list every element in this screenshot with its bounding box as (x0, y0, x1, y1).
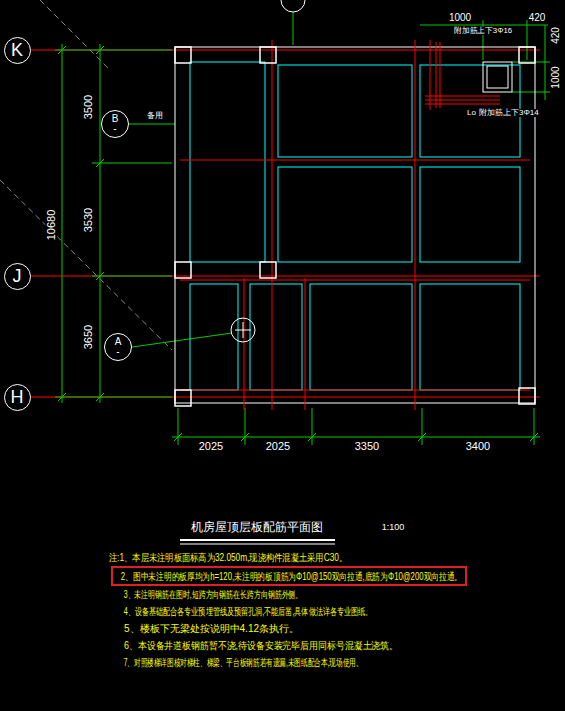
rebar-note: 附加筋上下3Φ16 (453, 27, 513, 36)
axis-label: J (13, 267, 22, 285)
note-line: 注:1、本层未注明板面标高为32.050m,现浇构件混凝土采用C30。 (108, 552, 348, 563)
dimension: 2025 (265, 440, 291, 452)
grid-axis-bubble: H (4, 384, 31, 411)
note-line: 3、未注明钢筋在图时,短跨方向钢筋在长跨方向钢筋外侧。 (123, 589, 303, 600)
dimension: 420 (528, 12, 547, 23)
callout-text: B (112, 114, 119, 124)
dimension: 3350 (354, 440, 380, 452)
callout-note: 备用 (146, 112, 164, 121)
note-line: 2、图中未注明的板厚均为h=120,未注明的板顶筋为Φ10@150双向拉通,底筋… (120, 571, 463, 582)
grid-axis-bubble: K (4, 37, 31, 64)
dimension: 10680 (45, 209, 57, 242)
dimension: 1000 (550, 65, 561, 89)
section-callout: B- (101, 110, 129, 138)
note-line: 4、设备基础配合各专业预埋管线及预留孔洞,不能后凿,具体做法详各专业图纸。 (123, 606, 373, 617)
rebar-mark: Lo (466, 109, 477, 118)
grid-axis-bubble: J (4, 263, 31, 290)
dimension: 3650 (82, 324, 94, 350)
dimension: 2025 (198, 440, 224, 452)
rebar-note: 附加筋上下3Φ14 (478, 109, 540, 118)
section-callout: A- (104, 333, 132, 361)
note-line: 6、本设备井道板钢筋暂不浇,待设备安装完毕后用同标号混凝土浇筑。 (123, 640, 399, 651)
callout-text: A (115, 337, 122, 347)
scale: 1:100 (381, 523, 406, 533)
dimension: 3500 (82, 94, 94, 120)
axis-label: K (11, 41, 23, 59)
dimension: 1000 (448, 12, 472, 23)
axis-label: H (11, 388, 24, 406)
note-line: 5、楼板下无梁处按说明中4.12条执行。 (123, 623, 300, 634)
dimension: 420 (550, 26, 561, 45)
note-line: 7、对照楼梯详图核对梯柱、梯梁、平台板钢筋若有遗漏,未图纸配合本,现场使用。 (123, 657, 363, 668)
callout-text: - (113, 124, 116, 134)
dimension: 3400 (465, 440, 491, 452)
callout-text: - (116, 347, 119, 357)
dimension: 3530 (82, 207, 94, 233)
drawing-title: 机房屋顶层板配筋平面图 (190, 521, 324, 534)
